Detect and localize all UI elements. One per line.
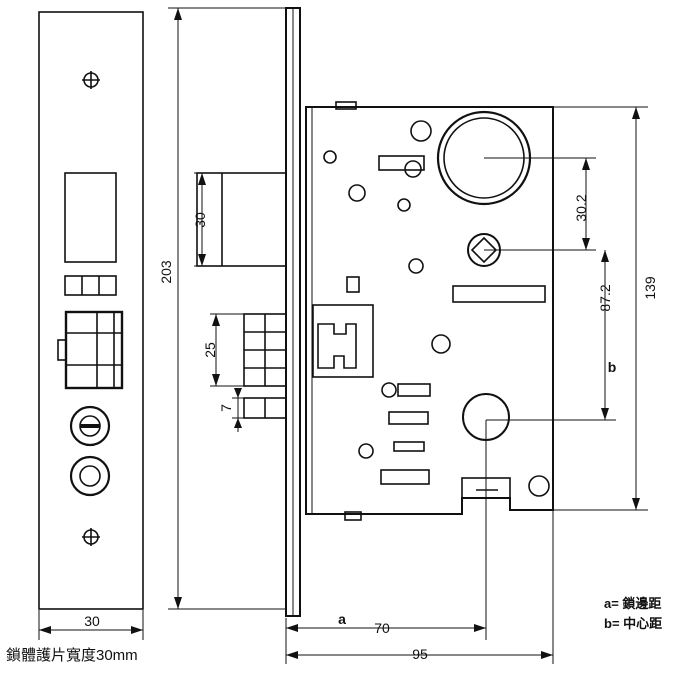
- slot: [393, 441, 425, 452]
- bolt-tab: [57, 339, 67, 361]
- case-depth-label: 95: [412, 646, 428, 662]
- dimension-lines: [168, 7, 648, 664]
- hole-icon: [404, 160, 422, 178]
- hole-icon: [397, 198, 411, 212]
- hole-icon: [381, 382, 397, 398]
- faceplate-front-view: [38, 11, 144, 610]
- hole-icon: [358, 443, 374, 459]
- cylinder-spindle-label: 30.2: [573, 194, 589, 221]
- slot: [346, 276, 360, 293]
- backset-b-label: b: [608, 359, 617, 375]
- hole-icon: [431, 334, 451, 354]
- deadbolt-window: [64, 275, 117, 296]
- hole-icon: [323, 150, 337, 164]
- hole-icon: [348, 184, 366, 202]
- backset-value-label: 70: [374, 620, 390, 636]
- latch-side: [196, 172, 287, 267]
- slot: [452, 285, 546, 303]
- slot: [388, 411, 429, 425]
- deadbolt-height-label: 25: [202, 342, 218, 358]
- spindle-lower-label: 87.2: [597, 284, 613, 311]
- lock-case-outline: [305, 106, 554, 515]
- latch-window: [64, 172, 117, 263]
- hub-block: [312, 304, 374, 378]
- small-offset-label: 7: [218, 404, 234, 412]
- overall-height-label: 203: [158, 260, 174, 284]
- top-clip: [335, 101, 357, 110]
- faceplate-width-label: 30: [84, 613, 100, 629]
- hole-icon: [410, 120, 432, 142]
- case-height-label: 139: [642, 276, 658, 300]
- hole-icon: [408, 258, 424, 274]
- thumbturn-hole-icon: [69, 405, 111, 447]
- key-hole-icon: [69, 455, 111, 497]
- backset-a-label: a: [338, 611, 346, 627]
- legend-a: a= 鎖邊距: [604, 596, 661, 611]
- slot: [378, 155, 425, 171]
- faceplate-outline: [38, 11, 144, 610]
- dimension-arrows: [39, 8, 640, 659]
- slot: [380, 469, 430, 485]
- faceplate-width-dimension: [38, 610, 144, 640]
- latch-height-label: 30: [192, 212, 208, 228]
- faceplate-caption: 鎖體護片寬度30mm: [6, 646, 138, 664]
- hub-cam: [317, 323, 357, 369]
- hole-icon: [528, 475, 550, 497]
- lock-side-view: [196, 7, 554, 617]
- slot: [397, 383, 431, 397]
- bottom-clip: [344, 511, 362, 521]
- legend-b: b= 中心距: [604, 616, 662, 631]
